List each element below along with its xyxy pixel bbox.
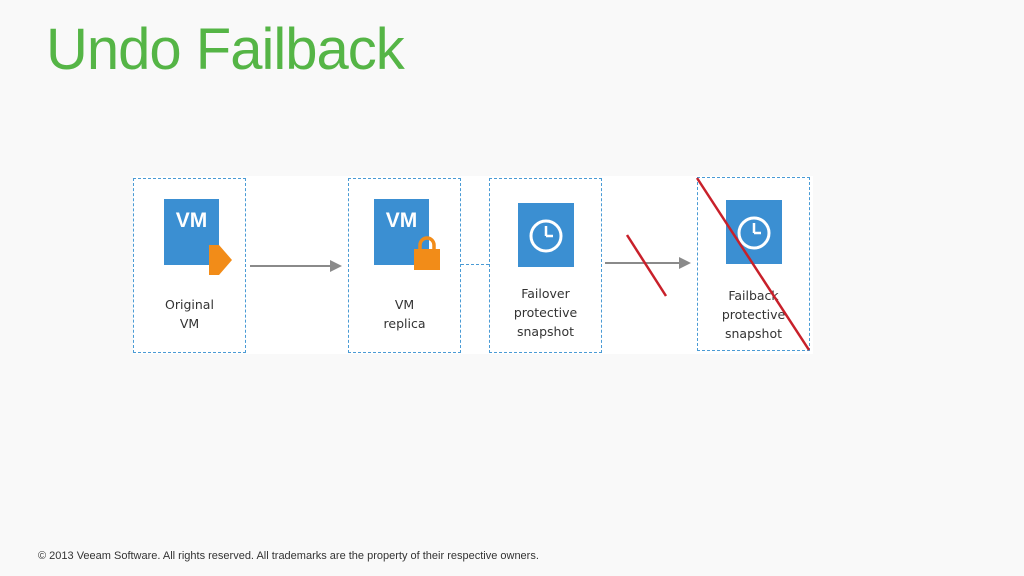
label-line: protective bbox=[513, 305, 578, 320]
label-line: Failover bbox=[521, 286, 570, 301]
node-failover-snapshot: Failover protective snapshot bbox=[489, 178, 602, 353]
clock-icon bbox=[737, 216, 771, 250]
vm-tile-text: VM bbox=[385, 209, 418, 232]
undo-failback-diagram: VM Original VM VM VM replica bbox=[133, 176, 813, 354]
node-original-vm: VM Original VM bbox=[133, 178, 246, 353]
label-line: snapshot bbox=[724, 326, 782, 341]
snapshot-tile bbox=[726, 200, 782, 264]
node-label-failback-snapshot: Failback protective snapshot bbox=[698, 286, 809, 343]
node-vm-replica: VM VM replica bbox=[348, 178, 461, 353]
label-line: VM bbox=[394, 297, 415, 312]
arrow-right-icon bbox=[250, 260, 342, 272]
label-line: replica bbox=[383, 316, 426, 331]
play-icon bbox=[209, 245, 232, 275]
node-label-failover-snapshot: Failover protective snapshot bbox=[490, 284, 601, 341]
vm-tile: VM bbox=[164, 199, 219, 265]
node-failback-snapshot: Failback protective snapshot bbox=[697, 177, 810, 351]
node-label-vm-replica: VM replica bbox=[349, 295, 460, 333]
clock-icon bbox=[529, 219, 563, 253]
slide-title: Undo Failback bbox=[46, 17, 405, 82]
label-line: VM bbox=[179, 316, 200, 331]
lock-icon bbox=[414, 236, 440, 270]
node-label-original-vm: Original VM bbox=[134, 295, 245, 333]
label-line: snapshot bbox=[516, 324, 574, 339]
label-line: protective bbox=[721, 307, 786, 322]
dashed-connector bbox=[461, 264, 489, 265]
vm-tile-text: VM bbox=[175, 209, 208, 232]
label-line: Failback bbox=[728, 288, 779, 303]
copyright-footer: © 2013 Veeam Software. All rights reserv… bbox=[38, 550, 539, 562]
label-line: Original bbox=[165, 297, 214, 312]
arrow-right-icon bbox=[605, 257, 691, 269]
snapshot-tile bbox=[518, 203, 574, 267]
